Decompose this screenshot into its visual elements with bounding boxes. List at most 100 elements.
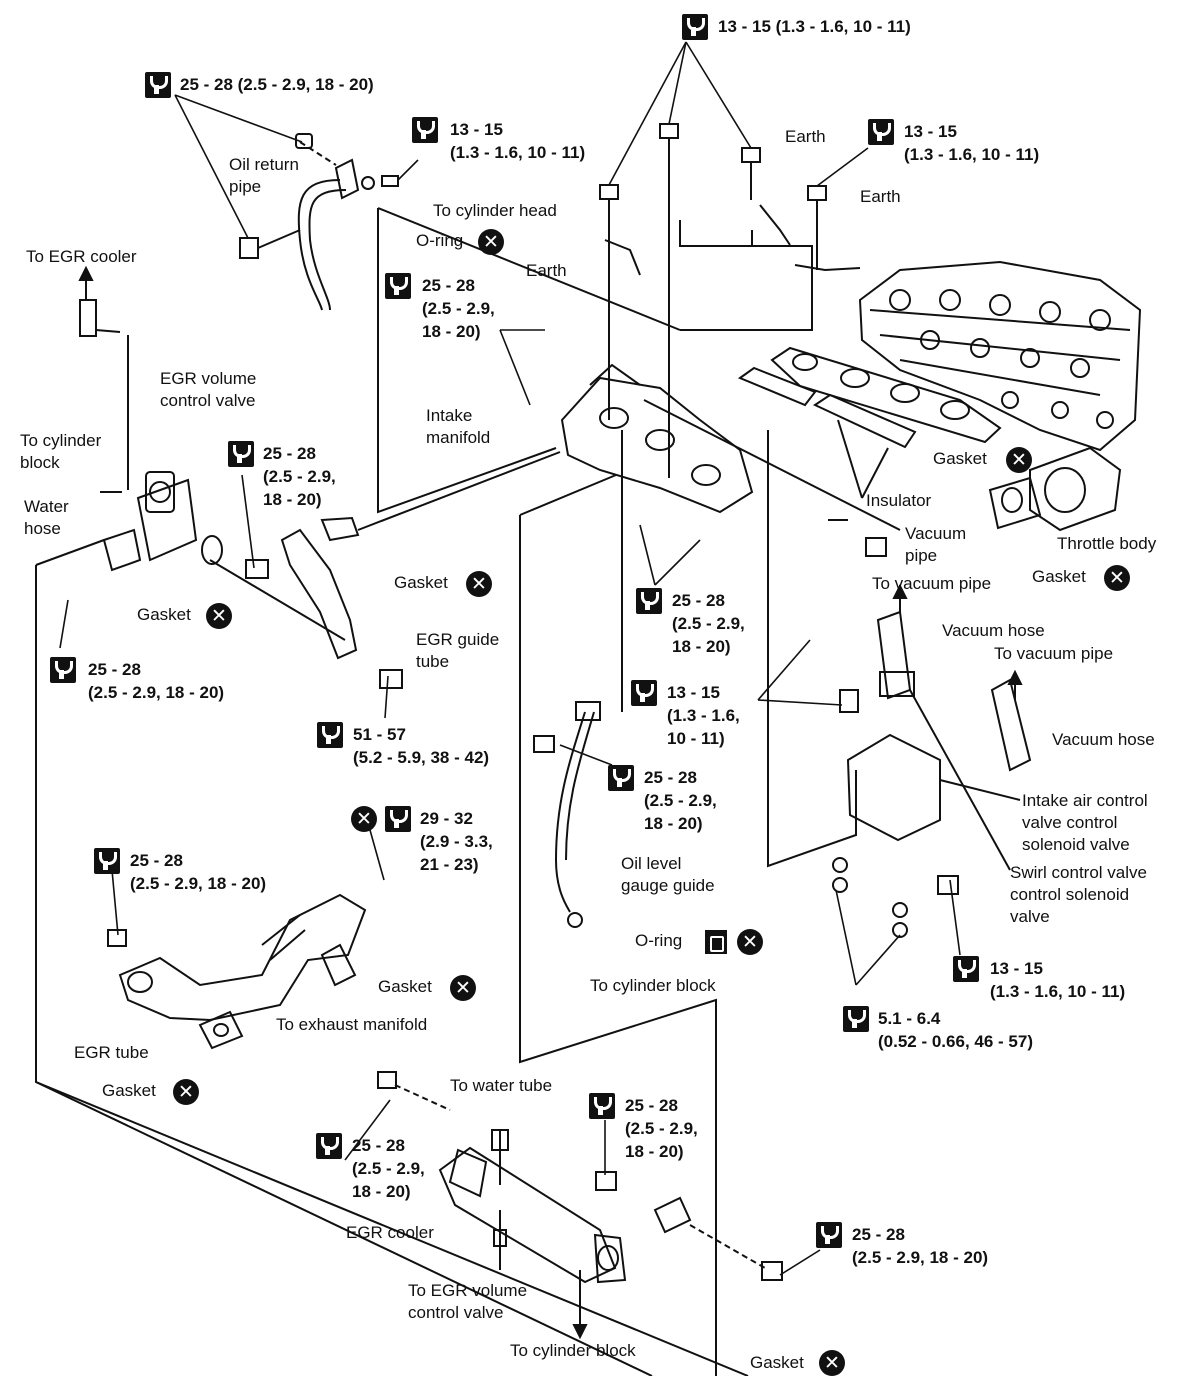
torque-wrench-icon [50,657,76,683]
label-water-hose: Water hose [24,497,69,538]
label-gasket: Gasket [1032,567,1086,586]
torque-spec: 25 - 28 (2.5 - 2.9, 18 - 20) [625,1096,698,1161]
torque-wrench-icon [816,1222,842,1248]
label-egr-volume-control-valve: EGR volume control valve [160,369,257,410]
label-to-exhaust-manifold: To exhaust manifold [276,1015,428,1034]
label-to-cylinder-block-left: To cylinder block [20,431,102,472]
torque-spec: 25 - 28 (2.5 - 2.9, 18 - 20) [852,1225,989,1267]
replace-mark-icon: ✕ [173,1079,199,1105]
label-to-vacuum-pipe: To vacuum pipe [872,574,992,593]
torque-spec: 25 - 28 (2.5 - 2.9, 18 - 20) [263,444,336,509]
egr-valve-art [78,265,223,572]
label-gasket: Gasket [102,1081,156,1100]
torque-spec: 13 - 15 (1.3 - 1.6, 10 - 11) [718,17,911,36]
label-egr-guide-tube: EGR guide tube [416,630,500,671]
label-to-water-tube: To water tube [450,1076,553,1095]
label-to-egr-volume-control-valve: To EGR volume control valve [408,1281,528,1322]
label-throttle-body: Throttle body [1057,534,1157,553]
replace-mark-icon: ✕ [478,229,504,255]
torque-spec: 13 - 15 (1.3 - 1.6, 10 - 11) [904,122,1040,164]
torque-leaders [59,41,961,1276]
label-oil-return-pipe: Oil return pipe [229,155,299,196]
torque-spec: 25 - 28 (2.5 - 2.9, 18 - 20) [672,591,745,656]
oil-gauge-art [533,430,623,928]
egr-tube-art [107,893,367,1050]
assembly-frame-lines [35,207,857,1376]
torque-spec: 25 - 28 (2.5 - 2.9, 18 - 20) [88,660,225,702]
label-vacuum-hose: Vacuum hose [1052,730,1155,749]
label-o-ring-top: O-ring [416,231,464,250]
torque-spec: 25 - 28 (2.5 - 2.9, 18 - 20) [130,851,267,893]
label-earth-mid: Earth [785,127,826,146]
label-gasket: Gasket [378,977,432,996]
torque-spec: 13 - 15 (1.3 - 1.6, 10 - 11) [667,683,740,748]
label-egr-tube: EGR tube [74,1043,149,1062]
egr-cooler-art [377,1071,783,1340]
torque-wrench-icon [228,441,254,467]
label-gasket: Gasket [137,605,191,624]
label-oil-level-gauge-guide: Oil level gauge guide [621,854,715,895]
label-to-vacuum-pipe: To vacuum pipe [994,644,1114,663]
torque-spec: 25 - 28 (2.5 - 2.9, 18 - 20) [644,768,717,833]
solenoid-valves-art [828,519,1032,938]
label-to-cylinder-block: To cylinder block [510,1341,636,1360]
torque-wrench-icon [317,722,343,748]
insulators [737,366,917,499]
torque-wrench-icon [145,72,171,98]
replace-mark-icon: ✕ [450,975,476,1001]
torque-spec: 25 - 28 (2.5 - 2.9, 18 - 20) [422,276,495,341]
replace-mark-icon: ✕ [737,929,763,955]
torque-wrench-icon [385,806,411,832]
torque-wrench-icon [682,14,708,40]
torque-wrench-icon [953,956,979,982]
label-vacuum-pipe: Vacuum pipe [905,524,967,565]
torque-spec: 5.1 - 6.4 (0.52 - 0.66, 46 - 57) [878,1009,1033,1051]
oil-return-pipe-art [239,133,399,311]
label-insulator: Insulator [866,491,932,510]
label-to-cylinder-block: To cylinder block [590,976,716,995]
throttle-body-art [988,446,1122,532]
replace-mark-icon: ✕ [1104,565,1130,591]
label-earth-left: Earth [526,261,567,280]
torque-spec: 25 - 28 (2.5 - 2.9, 18 - 20) [352,1136,425,1201]
torque-spec: 13 - 15 (1.3 - 1.6, 10 - 11) [990,959,1126,1001]
torque-wrench-icon [636,588,662,614]
torque-spec: 29 - 32 (2.9 - 3.3, 21 - 23) [420,809,493,874]
oil-can-icon [705,930,727,954]
replace-mark-icon: ✕ [1006,447,1032,473]
label-intake-air-control-solenoid: Intake air control valve control solenoi… [1022,791,1148,854]
torque-wrench-icon [868,119,894,145]
label-intake-manifold: Intake manifold [426,406,491,447]
torque-spec: 51 - 57 (5.2 - 5.9, 38 - 42) [353,725,490,767]
label-to-cylinder-head: To cylinder head [433,201,557,220]
label-swirl-control-solenoid: Swirl control valve control solenoid val… [1010,863,1147,926]
label-gasket: Gasket [750,1353,804,1372]
label-vacuum-hose: Vacuum hose [942,621,1045,640]
torque-wrench-icon [631,680,657,706]
egr-guide-tube-art [209,451,561,689]
cylinder-head [858,260,1142,452]
label-gasket: Gasket [394,573,448,592]
torque-spec: 13 - 15 (1.3 - 1.6, 10 - 11) [450,120,586,162]
torque-wrench-icon [412,117,438,143]
label-to-egr-cooler: To EGR cooler [26,247,137,266]
torque-wrench-icon [608,765,634,791]
top-bolts [599,123,861,478]
torque-wrench-icon [843,1006,869,1032]
torque-wrench-icon [589,1093,615,1119]
torque-spec: 25 - 28 (2.5 - 2.9, 18 - 20) [180,75,374,94]
label-egr-cooler: EGR cooler [346,1223,434,1242]
label-earth-right: Earth [860,187,901,206]
torque-wrench-icon [385,273,411,299]
label-o-ring-bottom: O-ring [635,931,683,950]
intake-manifold-body [560,363,901,531]
replace-mark-icon: ✕ [819,1350,845,1376]
label-gasket: Gasket [933,449,987,468]
torque-wrench-icon [316,1133,342,1159]
replace-mark-icon: ✕ [206,603,232,629]
replace-mark-icon: ✕ [466,571,492,597]
torque-wrench-icon [94,848,120,874]
replace-mark-icon: ✕ [351,806,377,832]
